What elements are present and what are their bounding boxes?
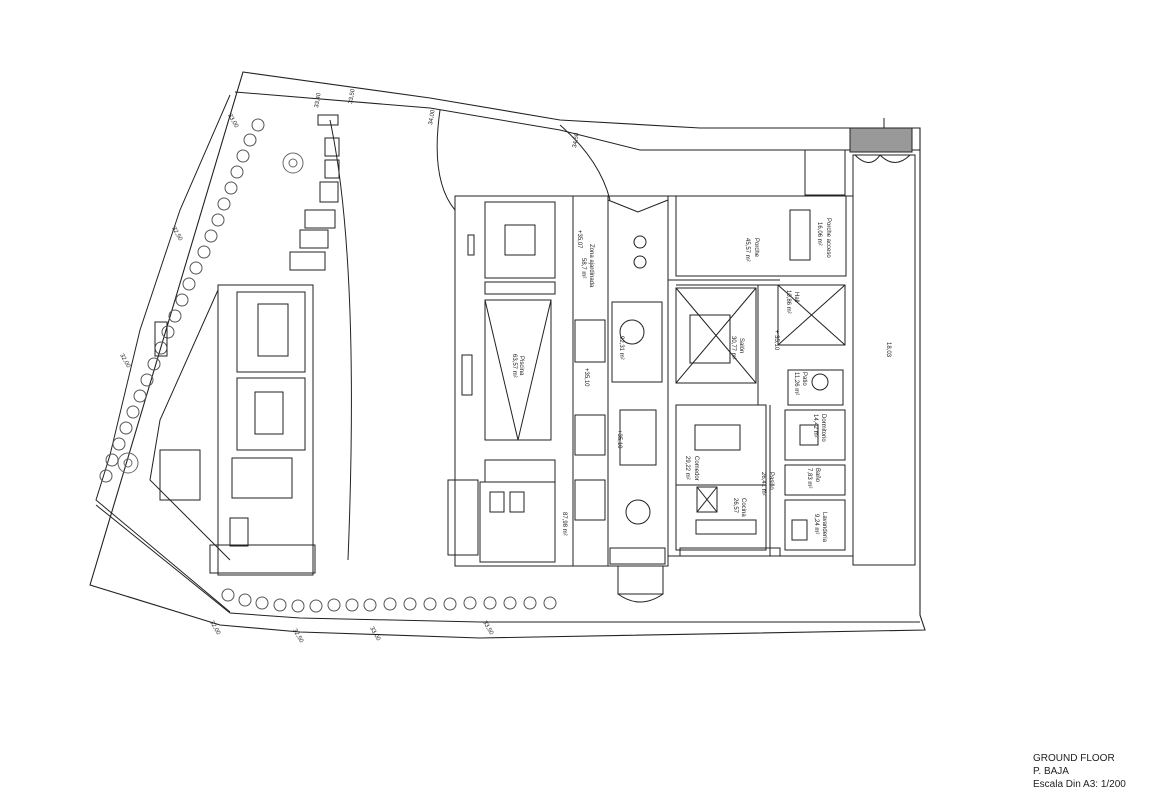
room-label: Porche (753, 238, 759, 258)
bath (784, 464, 846, 496)
living (675, 287, 757, 384)
glass-room (607, 195, 669, 567)
room-area: 30,77 m² (730, 336, 736, 360)
room-label: Pasillo (768, 472, 774, 490)
site-boundary (89, 71, 926, 639)
level-label: 33,40 (314, 92, 323, 108)
porch (675, 195, 847, 277)
room-label: Zona ajardinada (588, 244, 594, 288)
room-area: 14,42 m² (812, 414, 818, 438)
slope-line-2 (436, 109, 456, 211)
room-area: 63,57 m² (511, 354, 517, 378)
pool-terrace (479, 481, 556, 563)
north-wall (95, 94, 231, 613)
room-area: 87,98 m² (561, 512, 567, 536)
room-area: 11,26 m² (793, 372, 799, 395)
pool-stairs (484, 201, 556, 279)
room-area: 10,86 m² (785, 290, 791, 314)
guest-kitchen (231, 457, 293, 499)
room-label: Hall (793, 292, 799, 302)
room-label: Lavandería (821, 512, 827, 543)
patio (787, 369, 844, 406)
level-mark: +35,10 (583, 368, 589, 387)
level-label: 32,50 (291, 628, 304, 645)
tree-row-south (221, 588, 557, 613)
laundry (784, 499, 846, 551)
level-label: 32,00 (118, 353, 131, 370)
drawing-subtitle: P. BAJA (1033, 766, 1069, 777)
inner-boundary (234, 91, 920, 151)
level-label: 33,50 (348, 88, 357, 104)
room-label: Comedor (693, 456, 699, 481)
slope-line-3 (559, 124, 611, 201)
level-mark: +35,10 (616, 430, 622, 449)
bedroom (784, 409, 846, 461)
room-label: Salón (738, 338, 744, 353)
kitchen (675, 484, 767, 551)
level-label: 34,00 (428, 109, 437, 125)
guest-dining (236, 377, 306, 451)
south-path (95, 504, 920, 623)
room-label: Baño (814, 468, 820, 483)
level-mark: +35,07 (576, 230, 582, 249)
room-label: Piscina (518, 356, 524, 376)
feature-trees (117, 152, 304, 474)
room-area: 9,24 m² (813, 514, 819, 534)
slope-line-1 (329, 119, 352, 561)
room-label: Patio (801, 372, 807, 386)
room-label: Porche acceso (825, 218, 831, 258)
dimension-label: 18,03 (885, 342, 891, 358)
room-area: 58,7 m² (580, 258, 586, 278)
level-label: 34,50 (572, 132, 581, 148)
room-label: Cocina (740, 498, 746, 517)
level-label: 32,00 (208, 620, 221, 637)
drawing-scale: Escala Din A3: 1/200 (1033, 779, 1126, 790)
room-area: 26,57 (732, 498, 738, 514)
room-area: 92,31 m² (618, 336, 624, 360)
title-block: GROUND FLOOR P. BAJA Escala Din A3: 1/20… (1033, 752, 1126, 791)
room-area: 16,06 m² (816, 222, 822, 246)
guest-living (236, 291, 306, 373)
room-label: Dormitorio (820, 414, 826, 442)
driveway (852, 154, 916, 566)
level-mark: + 35,10 (773, 330, 779, 351)
drawing-title: GROUND FLOOR (1033, 753, 1115, 764)
room-area: 26,41 m² (760, 472, 766, 496)
room-area: 7,83 m² (806, 468, 812, 488)
gate (849, 127, 913, 153)
room-area: 29,22 m² (684, 456, 690, 480)
guest-house (217, 284, 314, 576)
room-area: 45,57 m² (744, 238, 750, 262)
stair-steps (289, 114, 340, 271)
pool (484, 299, 552, 441)
hall (777, 284, 846, 346)
tree-row-west (99, 118, 265, 483)
